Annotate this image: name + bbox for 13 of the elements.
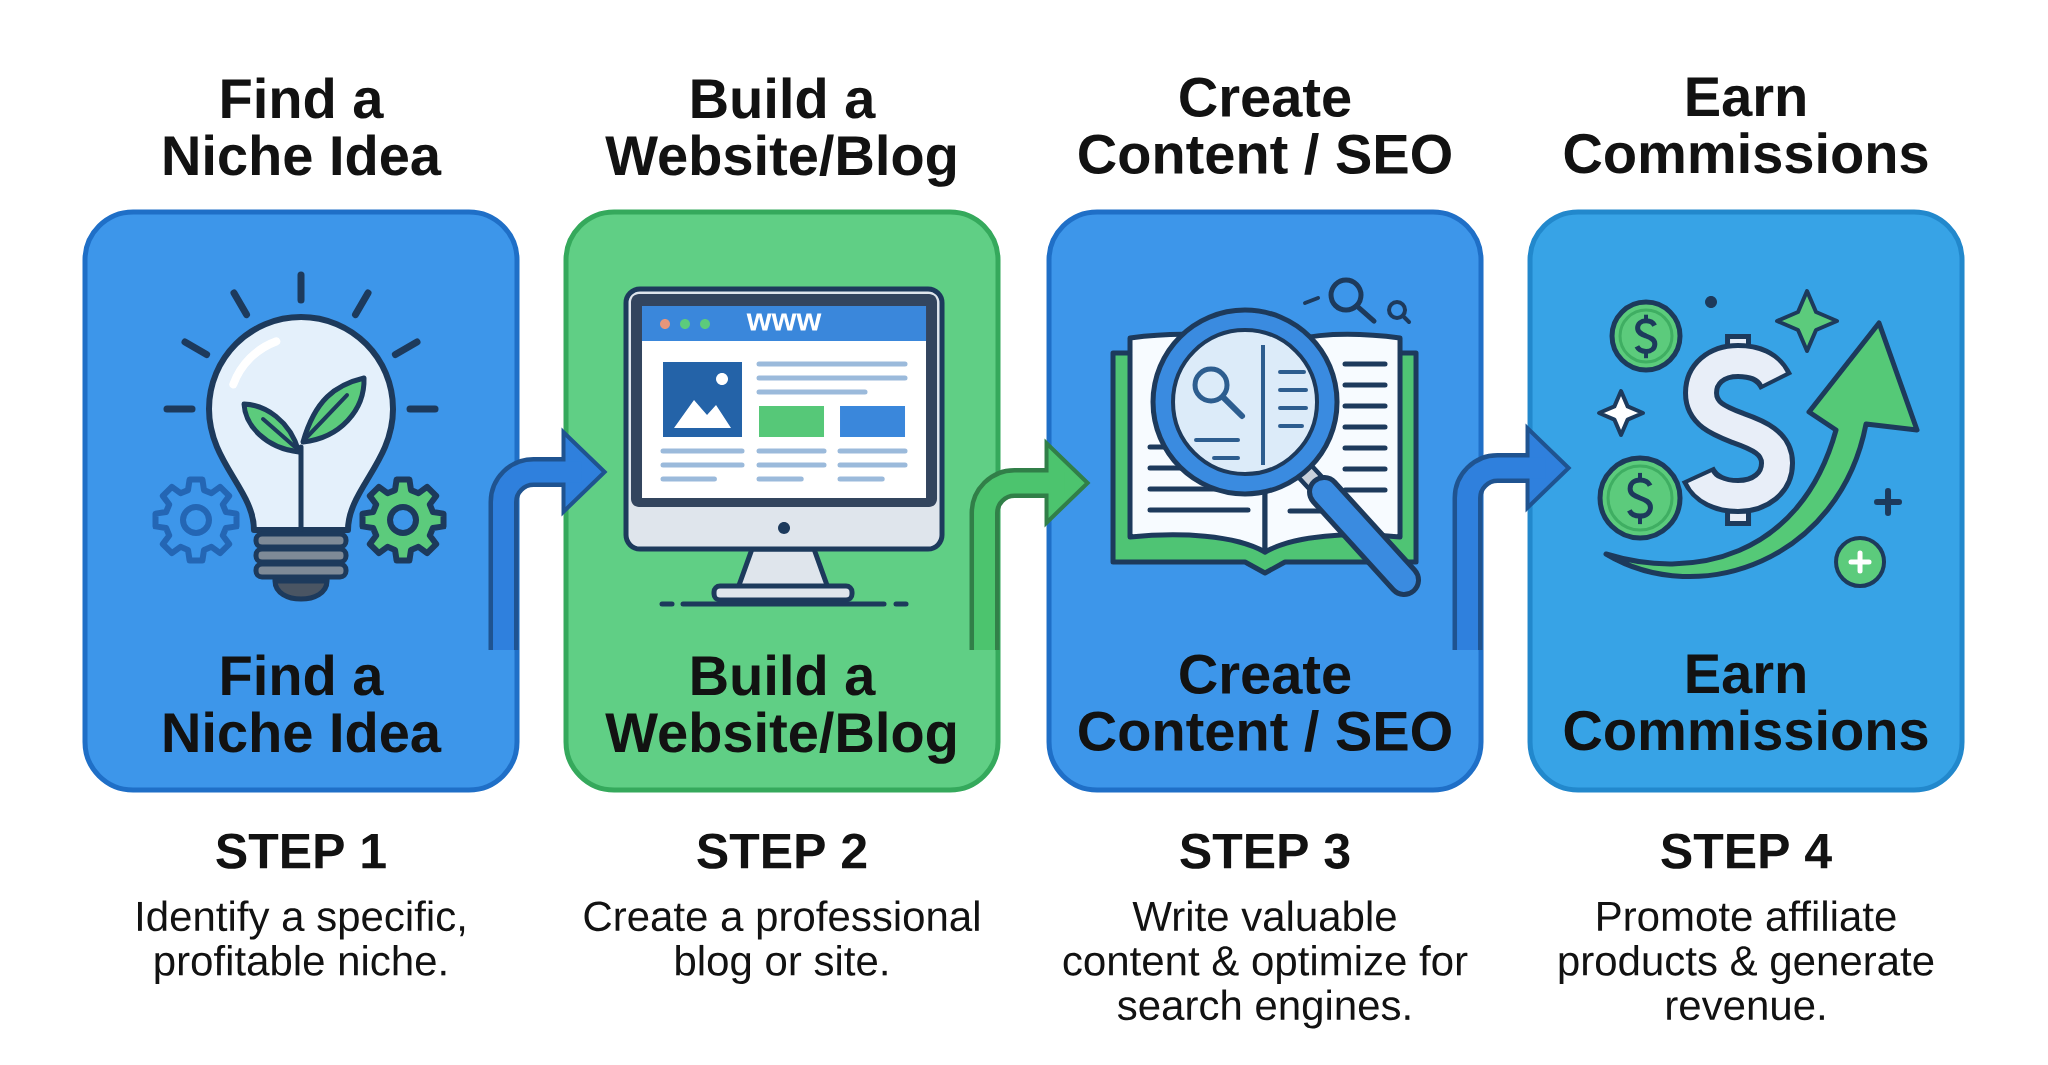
step-heading: Build a Website/Blog [605, 77, 956, 187]
step-description: Identify a specific, profitable niche. [138, 900, 465, 985]
step-label: STEP 3 [1180, 833, 1350, 869]
step-description: Promote affiliate products & generate revenue. [1559, 900, 1934, 1021]
step-label: STEP 4 [1661, 833, 1832, 869]
step-label: STEP 2 [697, 833, 867, 869]
step-heading: Create Content / SEO [1079, 77, 1451, 175]
step-description: Create a professional blog or site. [584, 900, 979, 985]
step-description: Write valuable content & optimize for search engines. [1063, 900, 1468, 1029]
step-heading: Earn Commissions [1564, 77, 1928, 174]
url-text: www [746, 313, 822, 331]
step-heading: Find a Niche Idea [164, 77, 442, 176]
step-label: STEP 1 [216, 833, 386, 869]
